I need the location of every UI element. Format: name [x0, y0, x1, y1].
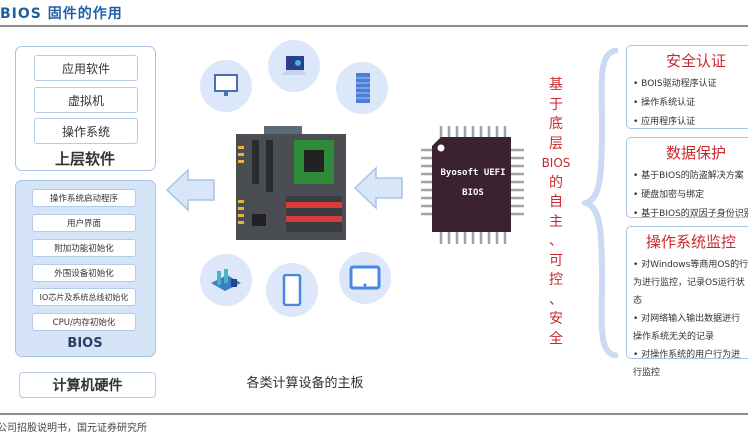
panel-data-protection: 数据保护 • 基于BIOS的防盗解决方案 • 硬盘加密与绑定 • 基于BIOS的双因… — [626, 137, 748, 219]
hardware-box: 计算机硬件 — [19, 372, 156, 398]
panel-title: 数据保护 — [665, 144, 726, 162]
bios-item: 外围设备初始化 — [32, 264, 136, 282]
datacenter-icon — [200, 254, 252, 306]
vertical-char: 基 — [549, 77, 563, 93]
panel-item: • 硬盘加密与绑定 — [633, 190, 705, 200]
panel-item: • 对操作系统的用户行为进行监控 — [633, 350, 741, 378]
vertical-char: 底 — [549, 116, 563, 132]
panel-item: • 对Windows等商用OS的行为进行监控，记录OS运行状态 — [633, 260, 748, 306]
chip-label-line1: Byosoft UEFI — [440, 168, 506, 178]
vertical-char: 、 — [549, 291, 563, 308]
bios-box: 操作系统启动程序 用户界面 附加功能初始化 外围设备初始化 IO芯片及系统总线初… — [15, 180, 156, 357]
vertical-char: 、 — [549, 233, 563, 249]
bottom-divider — [0, 413, 748, 415]
bios-chip-icon — [421, 126, 524, 244]
panel-item: • 基于BIOS的双因子身份识别 — [633, 209, 748, 219]
bios-item: IO芯片及系统总线初始化 — [32, 288, 136, 306]
figure-title: BIOS 固件的作用 — [0, 6, 123, 22]
arrow-left-icon — [166, 168, 215, 212]
source-note: 公司招股说明书，国元证券研究所 — [0, 423, 147, 434]
panel-item: • 对网络输入输出数据进行操作系统无关的记录 — [633, 314, 741, 342]
bios-item: 操作系统启动程序 — [32, 189, 136, 207]
panel-security-auth: 安全认证 • BOIS驱动程序认证 • 操作系统认证 • 应用程序认证 — [626, 45, 748, 129]
desktop-icon — [200, 60, 252, 112]
brace-icon — [582, 48, 619, 358]
motherboard-caption: 各类计算设备的主板 — [246, 376, 364, 391]
vertical-char: BIOS — [541, 156, 571, 170]
tablet-icon — [339, 252, 391, 304]
bios-item: 用户界面 — [32, 214, 136, 232]
upper-software-label: 上层软件 — [54, 150, 115, 168]
vertical-char: 自 — [549, 194, 563, 210]
upper-software-box: 应用软件 虚拟机 操作系统 上层软件 — [15, 46, 156, 171]
motherboard-icon — [236, 126, 346, 240]
bios-item: CPU/内存初始化 — [32, 313, 136, 331]
panel-item: • 操作系统认证 — [633, 98, 696, 108]
vertical-char: 控 — [549, 272, 563, 288]
layer-vm: 虚拟机 — [34, 87, 138, 113]
layer-os: 操作系统 — [34, 118, 138, 144]
vertical-char: 于 — [549, 96, 563, 113]
laptop-icon — [268, 40, 320, 92]
vertical-char: 全 — [549, 330, 563, 347]
server-icon — [336, 62, 388, 114]
layer-app: 应用软件 — [34, 55, 138, 81]
phone-icon — [266, 263, 318, 317]
vertical-char: 层 — [549, 135, 563, 152]
panel-title: 操作系统监控 — [645, 233, 736, 251]
vertical-char: 主 — [549, 213, 563, 230]
panel-item: • BOIS驱动程序认证 — [633, 79, 717, 89]
top-divider — [0, 25, 748, 27]
arrow-left-icon — [354, 166, 403, 210]
bios-label: BIOS — [67, 336, 103, 351]
panel-item: • 应用程序认证 — [633, 117, 696, 127]
bios-item: 附加功能初始化 — [32, 239, 136, 257]
panel-item: • 基于BIOS的防盗解决方案 — [633, 171, 744, 181]
vertical-char: 的 — [549, 174, 563, 191]
panel-os-monitoring: 操作系统监控 • 对Windows等商用OS的行为进行监控，记录OS运行状态 • … — [626, 226, 748, 378]
vertical-char: 可 — [549, 252, 563, 269]
vertical-char: 安 — [549, 311, 563, 327]
chip-label-line2: BIOS — [462, 188, 484, 198]
panel-title: 安全认证 — [665, 52, 726, 70]
